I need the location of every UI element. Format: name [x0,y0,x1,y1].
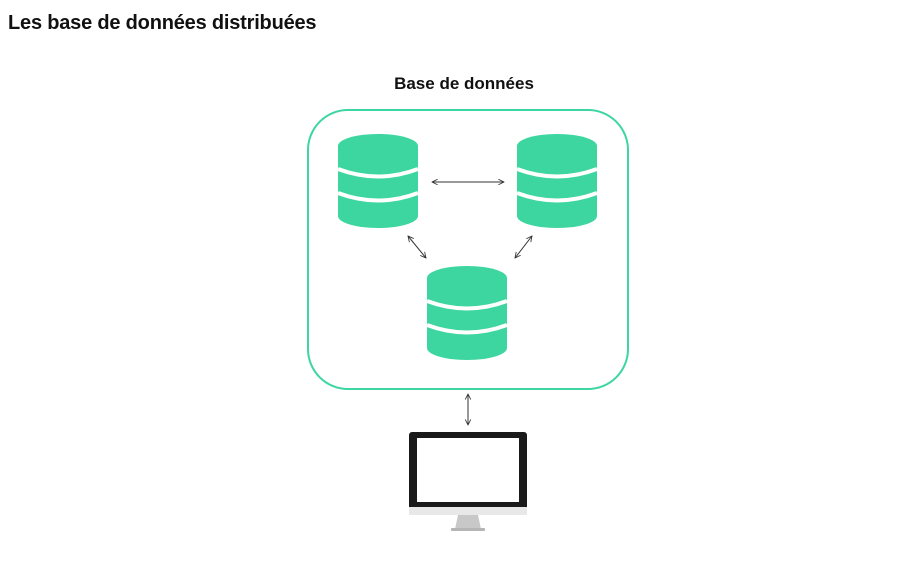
arrow-db1-db3 [408,236,426,258]
arrow-db2-db3 [515,236,532,258]
database-icon [516,134,598,228]
monitor-icon [409,432,527,531]
diagram-title: Base de données [394,74,534,93]
page-title: Les base de données distribuées [8,12,317,34]
database-icon [426,266,508,360]
database-icon [337,134,419,228]
distributed-database-diagram: Base de données [267,64,662,534]
diagram-canvas: Base de données [307,74,629,531]
